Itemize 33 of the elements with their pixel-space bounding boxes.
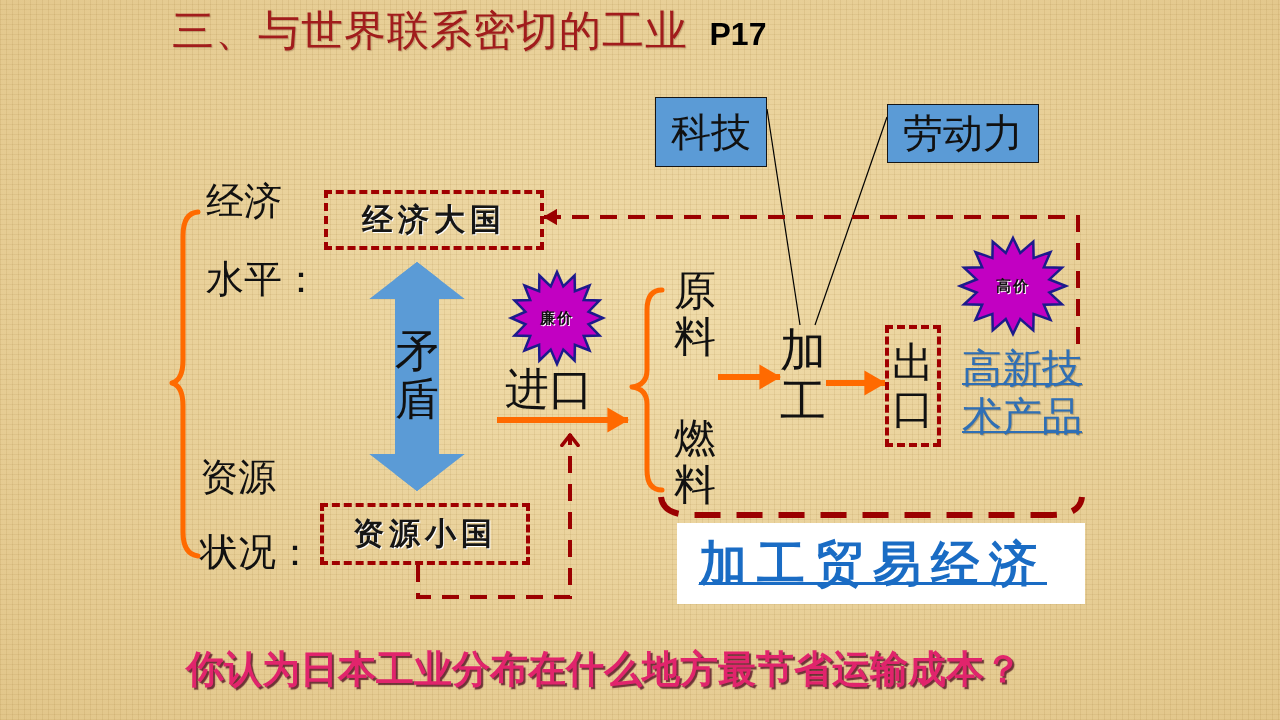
factor-box: [655, 97, 767, 167]
material-label: 原料: [674, 268, 716, 361]
price-text: 廉价: [540, 308, 574, 328]
process-label: 进口: [497, 366, 601, 422]
price-text: 高价: [996, 276, 1030, 296]
starburst: [509, 270, 605, 366]
dashed-arrow: [543, 208, 1080, 344]
side-label: 资源状况：: [200, 455, 315, 575]
banner-text: 加工贸易经济: [699, 533, 1047, 593]
dashed-box: [885, 325, 941, 447]
factor-label: 科技: [671, 108, 751, 157]
country-name: 资源小国: [353, 514, 497, 553]
slide-title: 三、与世界联系密切的工业 P17: [172, 8, 767, 55]
starburst: [958, 236, 1068, 336]
arrow: [718, 364, 781, 390]
factor-box: [887, 104, 1039, 163]
arrow-label: 矛盾: [395, 328, 439, 425]
dashed-arrow: [416, 433, 580, 599]
side-label: 经济水平：: [206, 179, 321, 302]
country-name: 经济大国: [362, 200, 506, 239]
export-label: 出口: [892, 339, 934, 433]
material-label: 燃料: [674, 416, 716, 509]
factor-label: 劳动力: [903, 110, 1023, 158]
product-label: 高新技术产品: [962, 344, 1092, 442]
arrow: [497, 407, 629, 433]
process-label: 加工: [780, 325, 826, 431]
arrow: [826, 370, 886, 396]
question-text: 你认为日本工业分布在什么地方最节省运输成本？: [186, 648, 1022, 692]
dashed-box: [324, 190, 544, 250]
double-arrow: [368, 262, 466, 491]
dashed-box: [320, 503, 530, 565]
banner: [677, 523, 1085, 604]
connector-line: [814, 116, 888, 326]
